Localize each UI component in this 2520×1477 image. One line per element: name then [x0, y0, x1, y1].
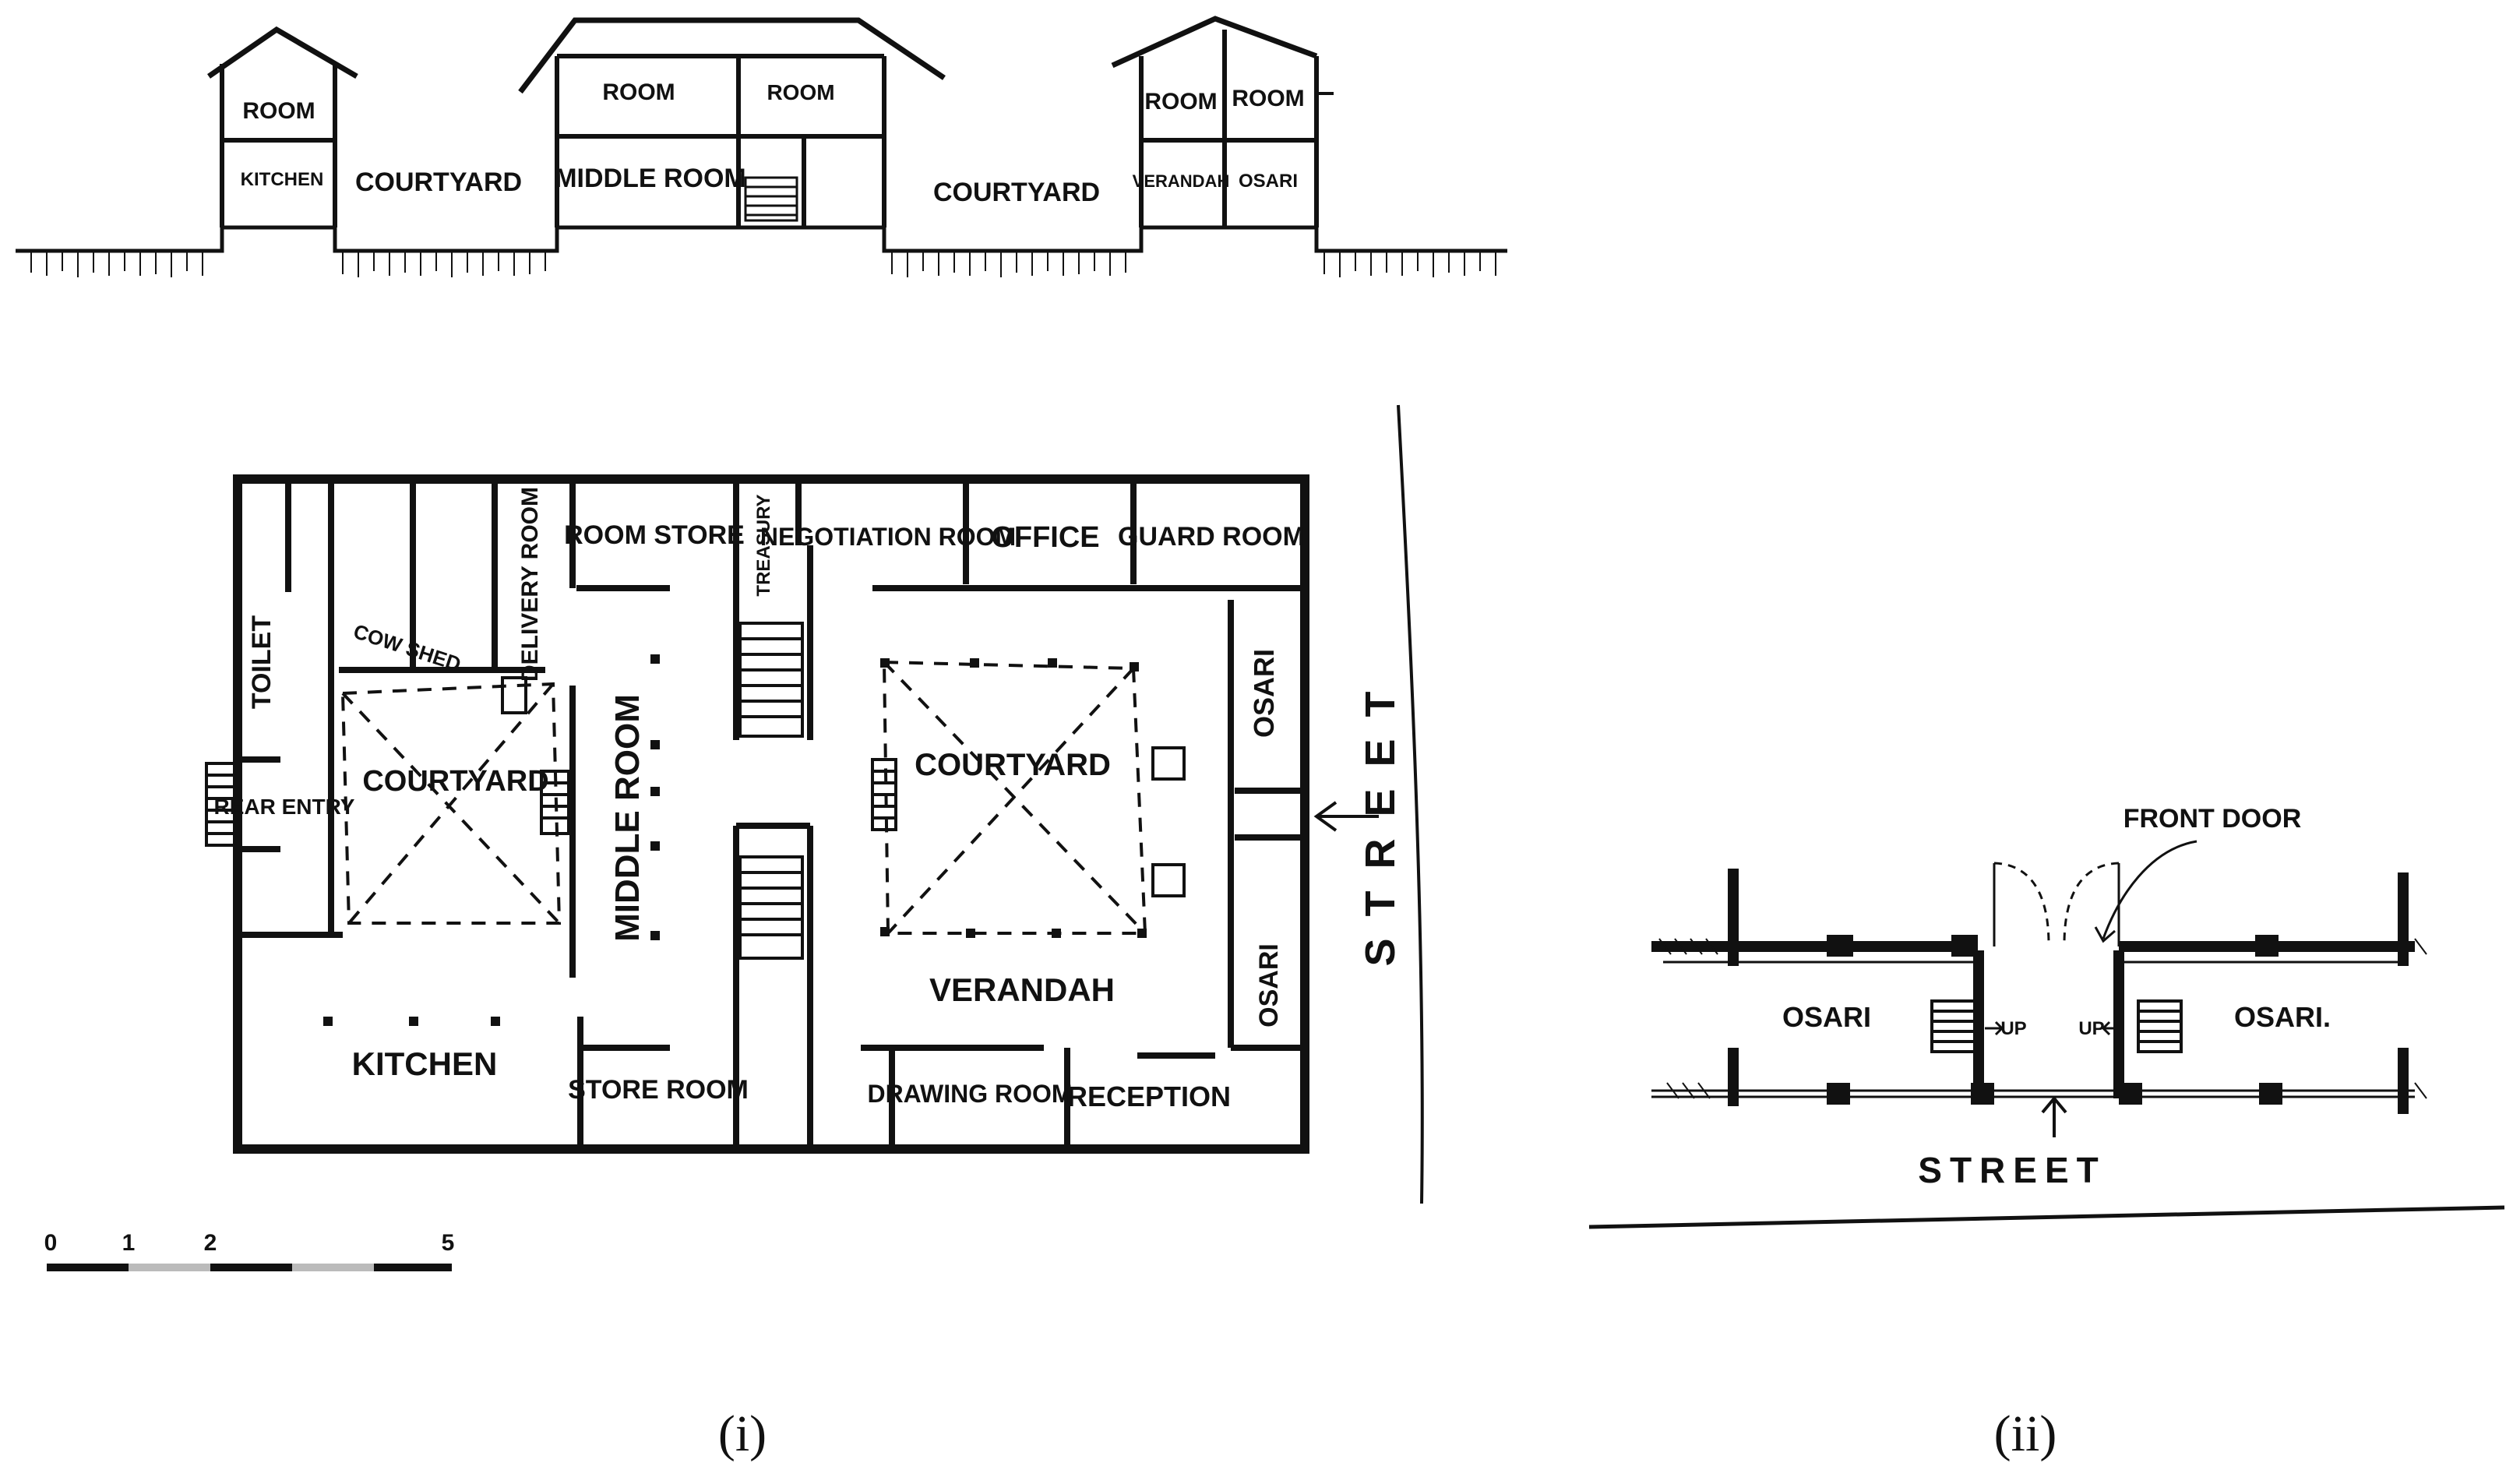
section-label-courtyard-right: COURTYARD — [933, 178, 1100, 207]
section-label-middle-room: MIDDLE ROOM — [555, 164, 746, 193]
entry-plan-stairs — [1930, 999, 2183, 1053]
entry-plan-label-up-right: UP — [2078, 1018, 2104, 1039]
plan-label-guard-room: GUARD ROOM — [1118, 522, 1305, 552]
plan-courtyard-left — [340, 682, 562, 925]
section-label-osari: OSARI — [1239, 171, 1298, 192]
plan-label-office: OFFICE — [991, 521, 1099, 554]
plan-label-osari-bottom: OSARI — [1254, 943, 1284, 1028]
section-label-room-mid-1: ROOM — [602, 79, 675, 105]
plan-label-treasury: TREASURY — [753, 494, 774, 596]
plan-label-reception: RECEPTION — [1067, 1080, 1231, 1112]
building-plan: TOILET COW SHED DELIVERY ROOM ROOM STORE… — [44, 404, 1424, 1271]
entry-plan-label-osari-right: OSARI. — [2234, 1001, 2331, 1033]
left-block-walls — [220, 64, 337, 227]
entry-plan-up-arrow-left — [1985, 1021, 2004, 1036]
section-label-courtyard-left: COURTYARD — [355, 167, 522, 197]
entry-plan-side-hatch — [1658, 938, 2427, 1099]
plan-label-verandah: VERANDAH — [929, 971, 1115, 1008]
middle-block-stair — [744, 176, 798, 222]
section-label-room-mid-2: ROOM — [767, 80, 834, 104]
entry-plan-front-door-pointer — [2094, 840, 2198, 943]
entry-plan-thin-wall — [1651, 961, 2415, 1098]
caption-i: (i) — [718, 1405, 767, 1462]
plan-label-toilet: TOILET — [247, 615, 277, 709]
entry-plan-label-up-left: UP — [2000, 1018, 2026, 1039]
plan-right-walls — [1228, 600, 1305, 1048]
plan-bottom-row-walls — [577, 1017, 1305, 1149]
plan-label-courtyard-left: COURTYARD — [362, 765, 548, 798]
section-label-kitchen: KITCHEN — [241, 169, 324, 190]
middle-block-stair-treads — [745, 185, 797, 217]
building-section: ROOM KITCHEN COURTYARD ROOM ROOM MIDDLE … — [16, 16, 1507, 277]
plan-label-courtyard-right: COURTYARD — [915, 748, 1111, 782]
plan-label-street: STREET — [1357, 669, 1404, 966]
section-label-room-right-1: ROOM — [1144, 89, 1217, 115]
scale-tick-1: 1 — [122, 1230, 136, 1256]
entry-plan-up-arrow-right — [2101, 1021, 2115, 1036]
ground-hatch — [30, 252, 1496, 277]
plan-middle-walls — [733, 545, 813, 1149]
plan-label-delivery-room: DELIVERY ROOM — [517, 487, 543, 682]
section-label-room-left: ROOM — [242, 98, 315, 124]
entry-plan-front-door-swing — [1993, 862, 2120, 945]
plan-label-room-store: ROOM STORE — [564, 520, 745, 550]
middle-block-walls — [555, 54, 886, 227]
scale-tick-0: 0 — [44, 1230, 58, 1256]
plan-label-store-room: STORE ROOM — [568, 1075, 749, 1105]
plan-scale-bar: 0 1 2 5 — [44, 1230, 455, 1271]
section-label-room-right-2: ROOM — [1232, 86, 1304, 111]
middle-block-roof — [518, 17, 946, 94]
right-block-roof — [1111, 16, 1318, 69]
plan-street-line — [1397, 404, 1424, 1204]
plan-left-walls — [238, 479, 576, 978]
entry-plan: FRONT DOOR OSARI OSARI. UP UP STREET — [1588, 804, 2505, 1229]
plan-label-middle-room: MIDDLE ROOM — [608, 694, 647, 942]
entry-plan-label-street: STREET — [1918, 1150, 2106, 1190]
entry-plan-street-arrow — [2041, 1095, 2067, 1137]
plan-label-kitchen: KITCHEN — [352, 1045, 498, 1082]
plan-label-negotiation-room: NEGOTIATION ROOM — [760, 523, 1016, 551]
entry-plan-label-front-door-1: FRONT DOOR — [2123, 804, 2302, 834]
entry-plan-columns — [1827, 935, 2282, 1105]
scale-tick-2: 2 — [204, 1230, 217, 1256]
plan-courtyard-right — [882, 660, 1147, 935]
plan-label-rear-entry: REAR ENTRY — [214, 795, 355, 819]
plan-label-osari-top: OSARI — [1248, 649, 1280, 738]
scale-tick-5: 5 — [442, 1230, 455, 1256]
plan-label-drawing-room: DRAWING ROOM — [867, 1080, 1072, 1108]
plan-stairs — [205, 622, 1186, 960]
plan-columns — [323, 654, 1147, 1026]
ground-line — [16, 225, 1507, 253]
entry-plan-label-osari-left: OSARI — [1782, 1001, 1871, 1033]
right-block-walls — [1139, 30, 1319, 227]
left-block-roof — [207, 26, 358, 79]
section-label-verandah: VERANDAH — [1133, 171, 1230, 191]
plan-top-row-walls — [569, 479, 1305, 591]
plan-entry-arrow — [1313, 801, 1379, 832]
entry-plan-side-walls — [1728, 869, 2409, 1114]
caption-ii: (ii) — [1994, 1405, 2057, 1462]
entry-plan-street-line — [1588, 1205, 2505, 1229]
